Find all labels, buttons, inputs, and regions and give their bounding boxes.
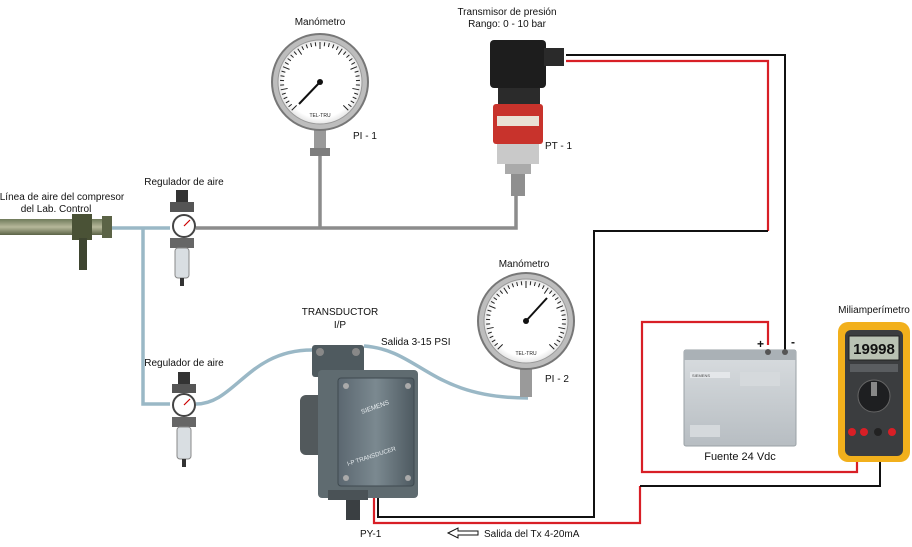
gauge-tick — [562, 315, 566, 316]
label-pi1: PI - 1 — [353, 131, 377, 142]
label-manometro-2: Manómetro — [499, 259, 550, 270]
tube-branch-down — [143, 228, 170, 404]
label-pi2: PI - 2 — [545, 374, 569, 385]
ip-transducer-py1: SIEMENS I-P TRANSDUCER — [300, 345, 418, 520]
label-miliamperimetro: Miliamperímetro — [838, 305, 910, 316]
label-transmisor: Transmisor de presión — [457, 7, 556, 18]
label-salida-psi: Salida 3-15 PSI — [381, 337, 451, 348]
diagram-labels: Manómetro PI - 1 Transmisor de presión R… — [0, 7, 910, 540]
label-fuente: Fuente 24 Vdc — [704, 451, 776, 463]
label-lab-control: del Lab. Control — [21, 204, 92, 215]
gauge-brand-pi2: TEL-TRU — [515, 351, 537, 357]
label-regulador-2: Regulador de aire — [144, 358, 224, 369]
label-py1: PY-1 — [360, 529, 382, 540]
compressor-air-line — [0, 214, 112, 270]
gauge-brand-pi1: TEL-TRU — [309, 113, 331, 119]
gauge-tick — [486, 315, 490, 316]
power-supply-24vdc: SIEMENS + - — [684, 335, 796, 446]
gauge-tick — [280, 76, 284, 77]
label-linea-aire: Línea de aire del compresor — [0, 192, 125, 203]
milliammeter: 19998 — [838, 322, 910, 462]
instrument-pipe — [196, 150, 516, 228]
label-ip: I/P — [334, 320, 347, 331]
psu-plus-label: + — [757, 337, 764, 351]
wire-pt-positive — [566, 61, 768, 231]
multimeter-display: 19998 — [853, 341, 895, 358]
label-transductor: TRANSDUCTOR — [302, 307, 378, 318]
label-manometro-1: Manómetro — [295, 17, 346, 28]
psu-minus-label: - — [791, 335, 795, 349]
wire-pt-negative — [566, 55, 785, 340]
air-regulator-2 — [172, 372, 196, 467]
label-rango: Rango: 0 - 10 bar — [468, 19, 546, 30]
signal-direction-arrow — [448, 528, 478, 538]
gauge-tick — [356, 76, 360, 77]
label-salida-tx: Salida del Tx 4-20mA — [484, 529, 580, 540]
wiring — [374, 55, 880, 523]
psu-brand: SIEMENS — [692, 373, 710, 378]
label-regulador-1: Regulador de aire — [144, 177, 224, 188]
pressure-transmitter-pt1 — [490, 40, 564, 196]
air-regulator-1 — [170, 190, 195, 286]
label-pt1: PT - 1 — [545, 141, 572, 152]
